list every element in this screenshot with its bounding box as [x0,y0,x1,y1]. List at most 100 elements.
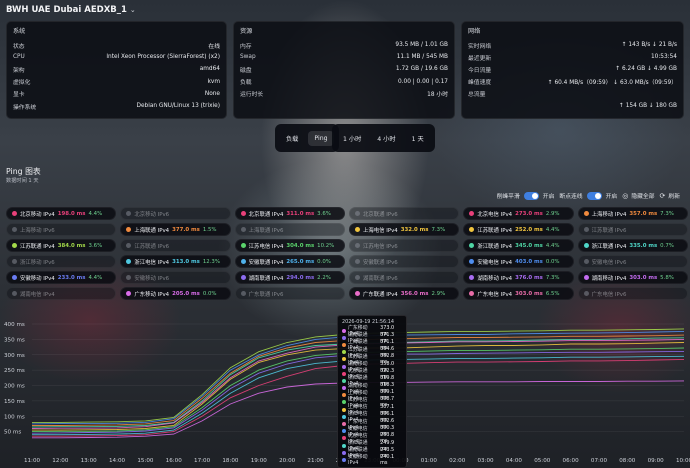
series-name: 浙江联通 IPv4 [477,243,513,250]
series-color-dot [583,211,589,216]
info-value: 18 小时 [427,92,448,99]
series-chip[interactable]: 安徽移动 IPv6 [120,271,231,284]
series-name: 北京移动 IPv6 [134,211,170,218]
y-tick-label: 350 ms [4,337,25,343]
series-chip[interactable]: 安徽联通 IPv6 [349,255,460,268]
hide-all-button[interactable]: ◎ 隐藏全部 [622,191,655,201]
smooth-toggle[interactable] [523,191,539,200]
series-loss: 4.4% [88,210,103,217]
series-loss: 7.3% [660,210,674,217]
series-chip[interactable]: 北京移动 IPv6 [120,207,231,220]
tooltip-series-value: 358.0 ms [380,360,395,373]
tooltip-color-dot [342,436,346,441]
series-latency: 265.0 ms [286,258,315,265]
series-chip[interactable]: 江苏联通 IPv6 [120,239,231,252]
series-color-dot [469,259,475,264]
series-name: 江苏联通 IPv4 [20,243,55,250]
series-latency: 332.0 ms [400,226,429,233]
connect-toggle[interactable] [586,191,602,200]
info-value: Intel Xeon Processor (SierraForest) (x2) [106,54,220,61]
hide-all-label: 隐藏全部 [631,194,655,200]
info-value: ↑ 143 B/s ↓ 21 B/s [621,42,677,49]
series-latency: 376.0 ms [515,274,543,281]
series-chip[interactable]: 上海联通 IPv6 [234,223,345,236]
series-chip[interactable]: 广东电信 IPv6 [577,287,688,300]
chevron-down-icon[interactable]: ⌄ [129,6,136,14]
series-chip[interactable]: 上海移动 IPv6 [6,223,117,236]
series-name: 上海移动 IPv6 [20,227,55,234]
series-name: 上海移动 IPv4 [591,211,627,218]
tooltip-series-value: 362.8 ms [380,353,395,366]
series-chip[interactable]: 湖南联通 IPv6 [349,271,460,284]
series-chip[interactable]: 安徽电信 IPv6 [577,255,688,268]
tooltip-series-value: 371.1 ms [380,338,395,351]
info-value: 11.1 MB / 545 MB [396,54,448,61]
refresh-button[interactable]: ⟳ 刷新 [660,191,680,201]
y-tick-label: 300 ms [4,353,25,359]
series-chip[interactable]: 北京联通 IPv6 [349,207,460,220]
tab-range-4h[interactable]: 4 小时 [377,135,396,143]
info-value: ↑ 60.4 MB/s（09:59） ↓ 63.0 MB/s（09:59） [547,80,677,87]
series-name: 广东移动 IPv4 [134,291,170,298]
series-name: 江苏联通 IPv4 [477,227,513,234]
tab-range-1d[interactable]: 1 天 [411,135,424,143]
series-latency: 403.0 ms [515,258,543,265]
info-label: CPU [13,54,25,61]
series-color-dot [240,259,246,264]
tooltip-color-dot [342,429,346,434]
info-label: 架构 [13,67,25,74]
x-tick-label: 13:00 [81,458,98,464]
series-chip[interactable]: 浙江移动 IPv6 [6,255,117,268]
tooltip-series-value: 364.6 ms [380,346,395,359]
tooltip-series-name: 湖南移动 IPv4 [348,361,368,374]
x-tick-label: 06:00 [563,458,580,464]
tab-load[interactable]: 负载 [286,135,299,143]
series-color-dot [126,227,132,232]
ping-chart-subtitle: 数据时间 1 天 [6,178,39,184]
tooltip-series-value: 300.3 ms [380,425,395,438]
series-chip[interactable]: 广东联通 IPv6 [234,287,345,300]
series-name: 北京联通 IPv4 [248,211,284,218]
tab-range-1h[interactable]: 1 小时 [343,135,362,143]
series-color-dot [583,275,589,280]
tab-ping[interactable]: Ping [308,130,334,146]
tooltip-series-name: 上海移动 IPv4 [348,389,368,402]
series-loss: 0.0% [317,258,331,265]
series-color-dot [240,243,246,248]
info-value: 1.72 GB / 19.6 GB [395,66,448,73]
ping-controls: 削峰平滑 开启 断点连线 开启 ◎ 隐藏全部 ⟳ 刷新 [497,191,680,200]
series-color-dot [469,275,475,280]
tooltip-series-name: 浙江联通 IPv4 [348,375,368,388]
series-loss: 3.6% [317,210,331,217]
tooltip-color-dot [342,335,346,340]
series-chip[interactable]: 湖南电信 IPv4 [6,287,117,300]
series-chip[interactable]: 江苏电信 IPv6 [349,239,460,252]
series-chip[interactable]: 江苏联通 IPv6 [577,223,688,236]
series-name: 安徽电信 IPv4 [477,259,513,266]
x-tick-label: 11:00 [24,458,41,464]
